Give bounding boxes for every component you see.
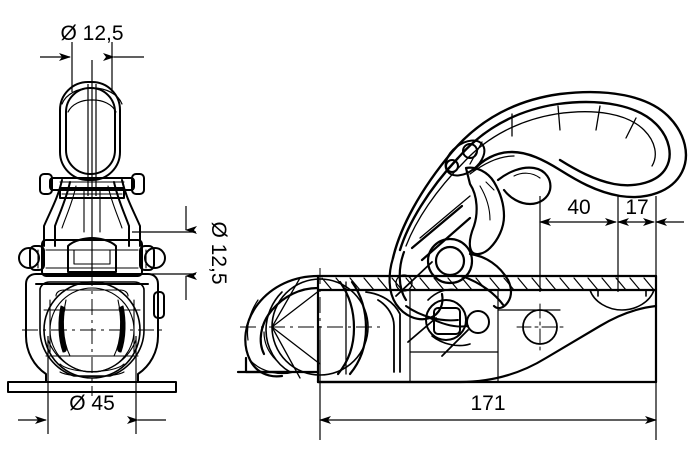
dimension-side-bore: Ø 12,5 [132,206,230,300]
front-view-centerlines [22,270,162,396]
dimension-ball-diameter-label: Ø 45 [69,392,115,415]
dimension-offsets: 40 17 [539,196,684,292]
front-view-axis-thin [87,60,97,274]
dimension-overall-length-label: 171 [470,392,505,415]
dimension-overall-length: 171 [319,312,657,440]
dimension-17-label: 17 [625,196,648,219]
dimension-40-label: 40 [567,196,590,219]
dimension-top-bore: Ø 12,5 [40,22,144,92]
side-view-centerlines [240,268,380,392]
dimension-ball-diameter: Ø 45 [18,336,166,434]
dimension-top-bore-label: Ø 12,5 [60,22,123,45]
dimension-side-bore-label: Ø 12,5 [207,221,230,284]
